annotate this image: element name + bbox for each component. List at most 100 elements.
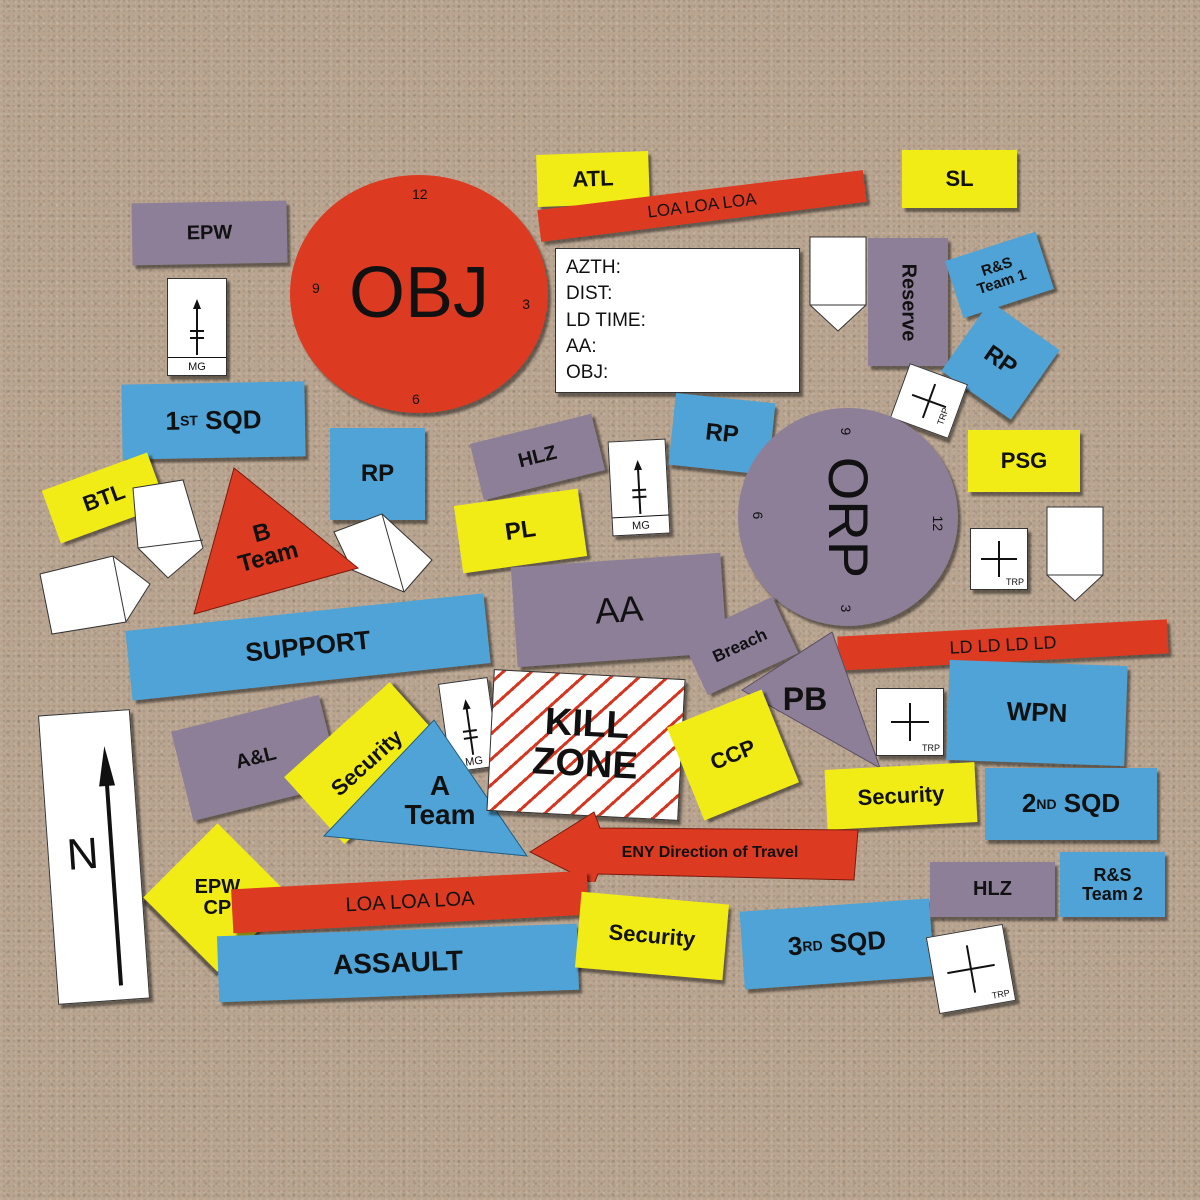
card-line-ld-time: LD TIME: <box>566 309 646 331</box>
white-arrow-piece-1 <box>132 479 204 579</box>
rs2-line2: Team 2 <box>1082 883 1143 904</box>
a-team-line1: A <box>429 769 451 801</box>
pl-label: PL <box>503 515 538 547</box>
north-label: N <box>65 828 101 880</box>
sqd2-number: 2 <box>1021 788 1037 819</box>
hlz-marker-top: HLZ <box>469 413 606 501</box>
orp-clock-6: 6 <box>750 511 767 520</box>
reserve-marker: Reserve <box>868 238 948 366</box>
white-arrow-piece-2 <box>39 555 151 635</box>
trp-marker-2: TRP <box>970 528 1028 590</box>
target-reference-icon <box>911 383 947 419</box>
a-team-line2: Team <box>404 799 476 830</box>
orp-clock-9: 9 <box>838 427 855 436</box>
security-3-label: Security <box>607 919 697 953</box>
psg-label: PSG <box>1000 448 1048 474</box>
hlz-bottom-label: HLZ <box>973 878 1012 900</box>
eny-label: ENY Direction of Travel <box>621 843 799 861</box>
kill-line2: ZONE <box>531 740 639 788</box>
b-team-line2: Team <box>235 536 302 578</box>
support-label: SUPPORT <box>243 624 372 668</box>
patrol-base-triangle <box>741 631 881 770</box>
machine-gun-icon <box>190 299 204 356</box>
reserve-label: Reserve <box>897 263 920 341</box>
clock-9: 9 <box>312 280 320 296</box>
mg-divider: MG <box>168 357 226 375</box>
b-team-triangle <box>193 467 360 615</box>
objective-label: OBJ <box>348 253 490 334</box>
target-reference-icon-3 <box>891 703 929 741</box>
rs2-line1: R&S <box>1093 864 1132 885</box>
machine-gun-icon-3 <box>462 699 478 756</box>
sqd3-suffix: RD <box>801 936 824 955</box>
mg-label-2: MG <box>631 519 651 533</box>
target-reference-icon-2 <box>981 541 1017 577</box>
mg-symbol-marker-3: MG <box>437 676 501 774</box>
trp-label-3: TRP <box>922 742 940 753</box>
trp-label-4: TRP <box>991 987 1011 1001</box>
aa-label: AA <box>593 587 645 632</box>
orp-clock-3: 3 <box>838 604 855 613</box>
loa-top-label: LOA LOA LOA <box>646 189 758 222</box>
white-arrow-marker-2 <box>1046 506 1104 602</box>
rs-team-1-marker: R&S Team 1 <box>945 231 1054 319</box>
trp-marker-4: TRP <box>925 923 1017 1015</box>
hlz-top-label: HLZ <box>515 441 559 472</box>
a-team-triangle <box>322 719 529 857</box>
sqd2-suffix: ND <box>1036 795 1057 812</box>
north-arrow-marker: N <box>37 709 151 1005</box>
rs-team-2-marker: R&S Team 2 <box>1060 852 1165 917</box>
sqd3-number: 3 <box>786 930 804 962</box>
machine-gun-icon-2 <box>632 460 647 515</box>
assault-label: ASSAULT <box>332 945 464 981</box>
atl-label: ATL <box>571 165 614 193</box>
epw-label: EPW <box>186 221 233 244</box>
sqd2-word: SQD <box>1063 788 1121 819</box>
al-label: A&L <box>233 741 279 774</box>
loa-bottom-label: LOA LOA LOA <box>345 887 475 916</box>
trp-label-2: TRP <box>1006 576 1024 587</box>
objective-circle: OBJ 12 3 6 9 <box>290 175 548 413</box>
mg-label: MG <box>188 361 206 374</box>
sqd1-word: SQD <box>204 404 262 435</box>
loa-phase-line-bottom: LOA LOA LOA <box>231 870 589 934</box>
sqd1-suffix: ST <box>179 412 199 429</box>
ld-label: LD LD LD LD <box>948 631 1057 658</box>
rp-right-label: RP <box>979 339 1022 382</box>
weapons-squad-marker: WPN <box>946 659 1128 767</box>
mg-symbol-marker-2: MG <box>607 438 671 537</box>
sqd1-number: 1 <box>165 405 181 436</box>
card-line-azth: AZTH: <box>566 257 621 279</box>
trp-marker-1: TRP <box>889 363 969 439</box>
sl-label: SL <box>945 166 974 192</box>
rp-mid-label: RP <box>704 418 741 450</box>
clock-12: 12 <box>412 186 428 202</box>
card-line-obj: OBJ: <box>566 361 609 383</box>
rp-left-label: RP <box>360 460 395 488</box>
trp-marker-3: TRP <box>876 688 944 756</box>
pb-label: PB <box>782 681 828 718</box>
psg-marker: PSG <box>968 430 1080 492</box>
kill-zone-marker: KILL ZONE <box>486 669 686 821</box>
clock-6: 6 <box>412 391 420 408</box>
orp-clock-12: 12 <box>930 515 947 532</box>
epw-marker: EPW <box>131 200 288 266</box>
mg-divider-2: MG <box>612 514 670 536</box>
enemy-direction-arrow <box>528 811 859 882</box>
sqd3-word: SQD <box>828 924 888 959</box>
card-line-aa: AA: <box>566 335 597 357</box>
north-arrow-icon <box>99 746 124 986</box>
orp-circle: ORP 9 12 3 6 <box>738 408 958 626</box>
security-marker-3: Security <box>574 891 730 981</box>
a-team-label: A Team <box>385 760 495 840</box>
pb-label-wrap: PB <box>770 680 840 720</box>
white-arrow-marker <box>809 236 867 332</box>
mg-symbol-marker: MG <box>167 278 227 376</box>
card-line-dist: DIST: <box>566 283 613 305</box>
orp-label: ORP <box>817 456 881 578</box>
hlz-marker-bottom: HLZ <box>930 862 1055 917</box>
rp-marker-left: RP <box>330 428 425 520</box>
